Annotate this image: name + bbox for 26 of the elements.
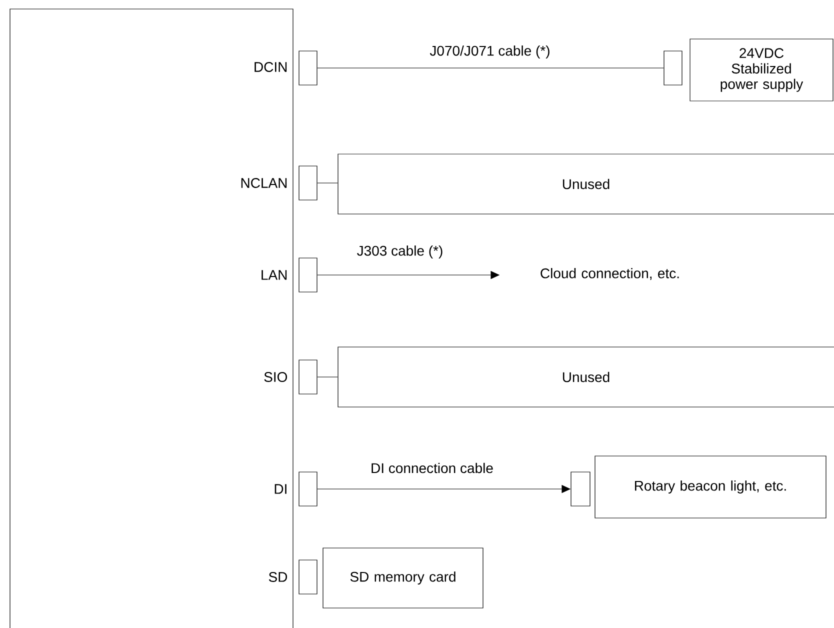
- port-label: DCIN: [254, 62, 287, 72]
- port-label: DI: [274, 484, 286, 494]
- connector-box: [298, 472, 318, 506]
- device-box: Rotary beacon light, etc.: [594, 456, 826, 518]
- port-label: NCLAN: [241, 178, 287, 188]
- cable-line: [317, 182, 338, 184]
- unit-outline: [10, 8, 294, 628]
- device-box: SD memory card: [322, 548, 484, 608]
- edge-label: J303 cable (*): [356, 244, 444, 260]
- cable-line: [317, 376, 338, 378]
- connector-box: [664, 50, 682, 86]
- connector-box: [298, 50, 318, 86]
- target-text: Cloud connection, etc.: [540, 268, 679, 280]
- connector-box: [298, 166, 318, 200]
- edge-label: J070/J071 cable (*): [428, 44, 552, 60]
- connector-box: [298, 360, 318, 394]
- device-box: Unused: [338, 346, 834, 408]
- device-box: Unused: [338, 154, 834, 214]
- connector-box: [298, 258, 318, 292]
- edge-label: DI connection cable: [370, 462, 494, 474]
- connector-box: [570, 472, 590, 506]
- connector-box: [298, 560, 318, 594]
- port-label: SIO: [264, 372, 288, 382]
- port-label: LAN: [262, 270, 287, 280]
- device-box: 24VDC Stabilized power supply: [690, 38, 834, 102]
- port-label: SD: [268, 572, 288, 582]
